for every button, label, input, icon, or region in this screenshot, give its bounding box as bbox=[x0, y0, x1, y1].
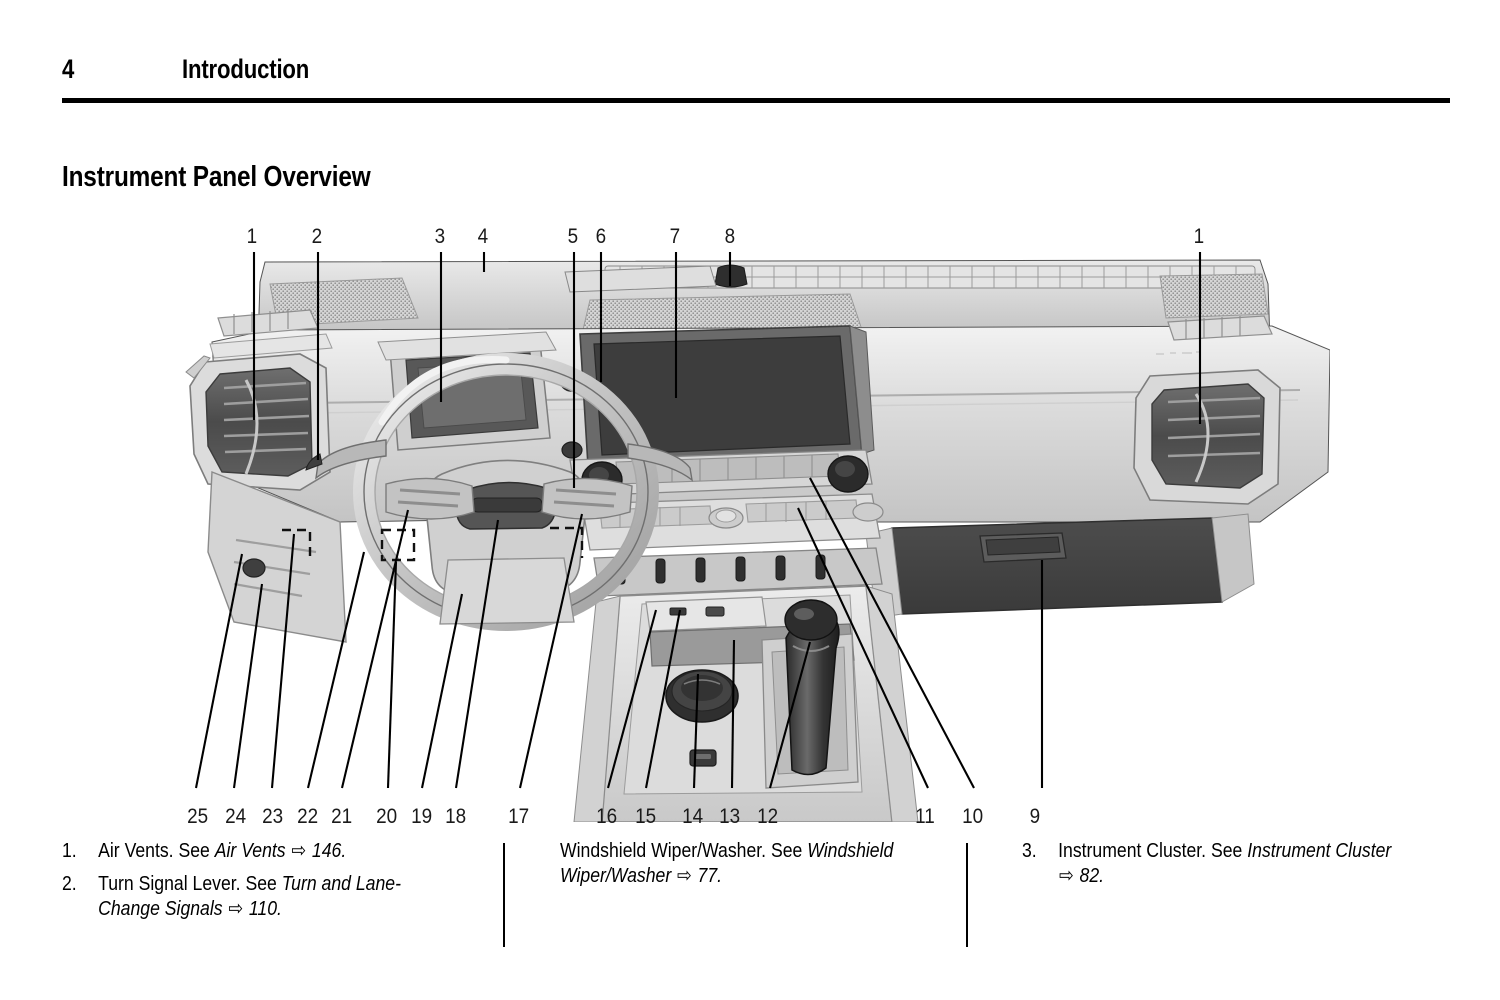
callout-bottom-16: 16 bbox=[596, 805, 618, 828]
callout-bottom-22: 22 bbox=[297, 805, 319, 828]
page-title: Instrument Panel Overview bbox=[62, 161, 371, 193]
page-reference-arrow-icon: ⇨ bbox=[228, 897, 244, 920]
legend-item: 2.Turn Signal Lever. See Turn and Lane-C… bbox=[62, 871, 423, 921]
callout-top-1: 1 bbox=[246, 225, 258, 248]
callout-top-8: 8 bbox=[724, 225, 736, 248]
page-reference-arrow-icon: ⇨ bbox=[676, 864, 692, 887]
callout-bottom-11: 11 bbox=[915, 805, 935, 828]
callout-bottom-15: 15 bbox=[635, 805, 657, 828]
page-number: 4 bbox=[62, 54, 75, 84]
cross-reference-title: Windshield Wiper/Washer bbox=[560, 839, 894, 887]
legend-item-number: 3. bbox=[1022, 839, 1037, 862]
legend-list: 1.Air Vents. See Air Vents ⇨ 146.2.Turn … bbox=[0, 838, 1500, 988]
callout-bottom-19: 19 bbox=[411, 805, 433, 828]
column-divider-1 bbox=[503, 843, 505, 947]
page-header: 4 Introduction bbox=[0, 0, 1500, 110]
cross-reference-title: Turn and Lane-Change Signals bbox=[98, 872, 401, 920]
callout-bottom-20: 20 bbox=[376, 805, 398, 828]
callout-bottom-21: 21 bbox=[331, 805, 353, 828]
callout-top-4: 4 bbox=[477, 225, 489, 248]
legend-item: Windshield Wiper/Washer. See Windshield … bbox=[560, 838, 921, 888]
callout-bottom-17: 17 bbox=[508, 805, 530, 828]
page-reference-arrow-icon: ⇨ bbox=[1058, 864, 1074, 887]
legend-item-text: Windshield Wiper/Washer. See Windshield … bbox=[560, 838, 921, 888]
callout-top-1-right: 1 bbox=[1193, 225, 1205, 248]
page-reference-arrow-icon: ⇨ bbox=[291, 839, 307, 862]
callout-bottom-13: 13 bbox=[719, 805, 741, 828]
cross-reference-title: 110. bbox=[243, 897, 282, 920]
callout-top-2: 2 bbox=[311, 225, 323, 248]
cross-reference-title: 82. bbox=[1074, 864, 1105, 887]
callout-bottom-10: 10 bbox=[962, 805, 984, 828]
callout-bottom-23: 23 bbox=[262, 805, 284, 828]
callout-bottom-25: 25 bbox=[187, 805, 209, 828]
cross-reference-title: Air Vents bbox=[214, 839, 291, 862]
legend-item-text: Instrument Cluster. See Instrument Clust… bbox=[1022, 838, 1392, 888]
section-title: Introduction bbox=[182, 54, 310, 84]
legend-item-text: Turn Signal Lever. See Turn and Lane-Cha… bbox=[62, 871, 423, 921]
column-divider-2 bbox=[966, 843, 968, 947]
cross-reference-title: Instrument Cluster bbox=[1247, 839, 1392, 862]
legend-column-2: Windshield Wiper/Washer. See Windshield … bbox=[560, 838, 980, 896]
callout-bottom-24: 24 bbox=[225, 805, 247, 828]
legend-plain-text: Instrument Cluster. See bbox=[1058, 839, 1248, 862]
callout-top-5: 5 bbox=[567, 225, 579, 248]
callout-bottom-18: 18 bbox=[445, 805, 467, 828]
legend-item-number: 2. bbox=[62, 872, 77, 895]
cross-reference-title: 77. bbox=[692, 864, 723, 887]
cross-reference-title: 146. bbox=[307, 839, 347, 862]
legend-item: 3.Instrument Cluster. See Instrument Clu… bbox=[1022, 838, 1392, 888]
legend-item: 1.Air Vents. See Air Vents ⇨ 146. bbox=[62, 838, 423, 863]
callout-top-6: 6 bbox=[595, 225, 607, 248]
legend-plain-text: Turn Signal Lever. See bbox=[98, 872, 282, 895]
callout-bottom-14: 14 bbox=[682, 805, 704, 828]
legend-item-text: Air Vents. See Air Vents ⇨ 146. bbox=[62, 838, 423, 863]
header-rule bbox=[62, 98, 1450, 103]
callout-bottom-12: 12 bbox=[757, 805, 779, 828]
callout-top-7: 7 bbox=[669, 225, 681, 248]
callout-top-3: 3 bbox=[434, 225, 446, 248]
legend-column-3: 3.Instrument Cluster. See Instrument Clu… bbox=[1022, 838, 1452, 896]
instrument-panel-diagram bbox=[150, 222, 1330, 822]
callout-bottom-9: 9 bbox=[1029, 805, 1041, 828]
legend-plain-text: Air Vents. See bbox=[98, 839, 215, 862]
legend-item-number: 1. bbox=[62, 839, 77, 862]
legend-column-1: 1.Air Vents. See Air Vents ⇨ 146.2.Turn … bbox=[62, 838, 482, 929]
legend-plain-text: Windshield Wiper/Washer. See bbox=[560, 839, 808, 862]
